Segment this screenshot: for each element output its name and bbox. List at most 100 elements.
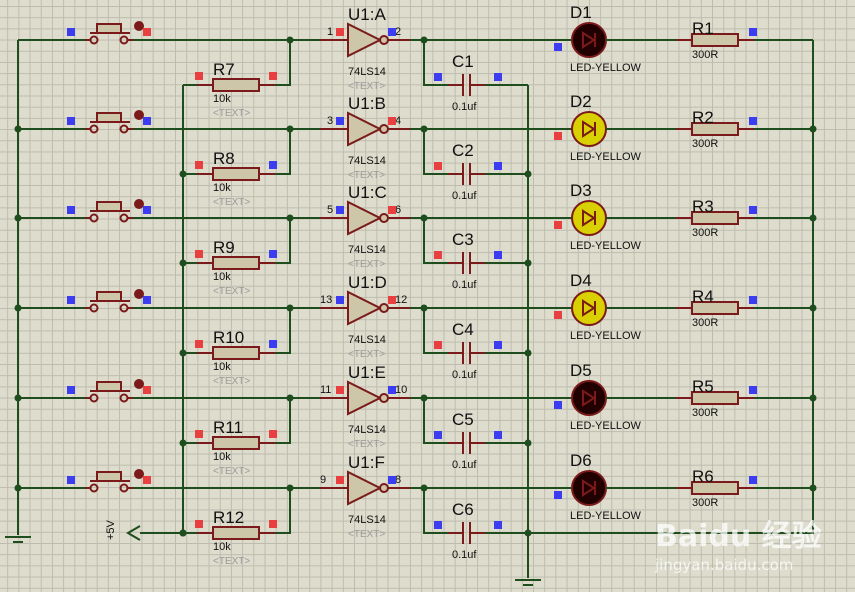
logic-state-pin[interactable] (67, 117, 75, 125)
logic-state-pin[interactable] (434, 73, 442, 81)
logic-state-pin[interactable] (336, 28, 344, 36)
logic-state-pin[interactable] (749, 206, 757, 214)
switch-actuator-icon[interactable] (134, 379, 144, 389)
series-resistor[interactable] (691, 391, 739, 405)
inverter-gate[interactable] (347, 290, 383, 326)
led-off[interactable] (571, 22, 607, 58)
series-resistor[interactable] (691, 122, 739, 136)
logic-state-pin[interactable] (554, 401, 562, 409)
switch-actuator-icon[interactable] (134, 469, 144, 479)
series-resistor[interactable] (691, 211, 739, 225)
logic-state-pin[interactable] (494, 431, 502, 439)
logic-state-pin[interactable] (388, 117, 396, 125)
logic-state-pin[interactable] (143, 117, 151, 125)
series-resistor[interactable] (691, 481, 739, 495)
led-on[interactable] (571, 200, 607, 236)
logic-state-pin[interactable] (67, 386, 75, 394)
pushbutton-switch[interactable] (96, 291, 122, 302)
logic-state-pin[interactable] (388, 476, 396, 484)
logic-state-pin[interactable] (749, 476, 757, 484)
switch-actuator-icon[interactable] (134, 21, 144, 31)
pushbutton-switch[interactable] (96, 471, 122, 482)
logic-state-pin[interactable] (434, 521, 442, 529)
logic-state-pin[interactable] (554, 221, 562, 229)
logic-state-pin[interactable] (554, 43, 562, 51)
inverter-gate[interactable] (347, 380, 383, 416)
logic-state-pin[interactable] (143, 206, 151, 214)
logic-state-pin[interactable] (388, 206, 396, 214)
logic-state-pin[interactable] (434, 251, 442, 259)
pushbutton-switch[interactable] (96, 112, 122, 123)
led-off[interactable] (571, 380, 607, 416)
logic-state-pin[interactable] (195, 161, 203, 169)
led-off[interactable] (571, 470, 607, 506)
logic-state-pin[interactable] (336, 296, 344, 304)
logic-state-pin[interactable] (269, 520, 277, 528)
pullup-resistor[interactable] (212, 256, 260, 270)
logic-state-pin[interactable] (554, 311, 562, 319)
logic-state-pin[interactable] (336, 206, 344, 214)
pushbutton-switch[interactable] (96, 381, 122, 392)
switch-actuator-icon[interactable] (134, 110, 144, 120)
switch-contact (119, 124, 129, 134)
logic-state-pin[interactable] (749, 28, 757, 36)
logic-state-pin[interactable] (494, 251, 502, 259)
logic-state-pin[interactable] (67, 476, 75, 484)
pullup-resistor[interactable] (212, 167, 260, 181)
logic-state-pin[interactable] (336, 117, 344, 125)
logic-state-pin[interactable] (269, 250, 277, 258)
logic-state-pin[interactable] (494, 73, 502, 81)
logic-state-pin[interactable] (195, 250, 203, 258)
logic-state-pin[interactable] (269, 161, 277, 169)
pullup-resistor[interactable] (212, 78, 260, 92)
logic-state-pin[interactable] (434, 162, 442, 170)
logic-state-pin[interactable] (749, 296, 757, 304)
logic-state-pin[interactable] (269, 430, 277, 438)
logic-state-pin[interactable] (749, 386, 757, 394)
logic-state-pin[interactable] (67, 28, 75, 36)
logic-state-pin[interactable] (195, 340, 203, 348)
logic-state-pin[interactable] (388, 28, 396, 36)
logic-state-pin[interactable] (388, 386, 396, 394)
logic-state-pin[interactable] (143, 28, 151, 36)
pullup-resistor[interactable] (212, 436, 260, 450)
logic-state-pin[interactable] (336, 386, 344, 394)
pullup-resistor[interactable] (212, 526, 260, 540)
logic-state-pin[interactable] (143, 386, 151, 394)
logic-state-pin[interactable] (554, 491, 562, 499)
inverter-gate[interactable] (347, 22, 383, 58)
logic-state-pin[interactable] (269, 340, 277, 348)
pullup-resistor[interactable] (212, 346, 260, 360)
logic-state-pin[interactable] (494, 162, 502, 170)
logic-state-pin[interactable] (195, 430, 203, 438)
switch-actuator-icon[interactable] (134, 199, 144, 209)
inverter-gate[interactable] (347, 200, 383, 236)
series-resistor[interactable] (691, 33, 739, 47)
logic-state-pin[interactable] (143, 296, 151, 304)
led-on[interactable] (571, 111, 607, 147)
inverter-gate[interactable] (347, 111, 383, 147)
switch-actuator-icon[interactable] (134, 289, 144, 299)
inverter-gate[interactable] (347, 470, 383, 506)
logic-state-pin[interactable] (554, 132, 562, 140)
logic-state-pin[interactable] (195, 520, 203, 528)
logic-state-pin[interactable] (269, 72, 277, 80)
logic-state-pin[interactable] (388, 296, 396, 304)
logic-state-pin[interactable] (434, 431, 442, 439)
pushbutton-switch[interactable] (96, 201, 122, 212)
logic-state-pin[interactable] (67, 206, 75, 214)
pushbutton-switch[interactable] (96, 23, 122, 34)
logic-state-pin[interactable] (336, 476, 344, 484)
logic-state-pin[interactable] (195, 72, 203, 80)
led-on[interactable] (571, 290, 607, 326)
wire (423, 398, 448, 444)
logic-state-pin[interactable] (749, 117, 757, 125)
power-terminal-icon[interactable] (126, 525, 141, 541)
logic-state-pin[interactable] (494, 341, 502, 349)
logic-state-pin[interactable] (494, 521, 502, 529)
logic-state-pin[interactable] (434, 341, 442, 349)
logic-state-pin[interactable] (67, 296, 75, 304)
logic-state-pin[interactable] (143, 476, 151, 484)
series-resistor[interactable] (691, 301, 739, 315)
